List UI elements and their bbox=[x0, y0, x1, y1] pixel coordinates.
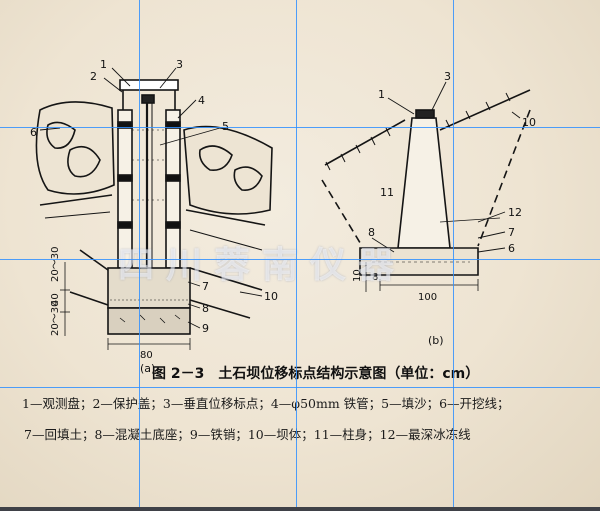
panel-b-label: (b) bbox=[428, 334, 444, 347]
callout-b-3: 3 bbox=[444, 70, 451, 83]
callout-b-12: 12 bbox=[508, 206, 522, 219]
dimensions-a: 20～30 40 20～30 80 (a) bbox=[50, 247, 155, 375]
guide-vertical-2[interactable] bbox=[296, 0, 297, 507]
callouts-a: 1 2 3 4 5 6 7 8 9 10 bbox=[30, 58, 278, 335]
callout-a-10: 10 bbox=[264, 290, 278, 303]
guide-vertical-1[interactable] bbox=[139, 0, 140, 507]
panel-a-label: (a) bbox=[140, 362, 155, 375]
callout-a-2: 2 bbox=[90, 70, 97, 83]
panel-a-drawing bbox=[35, 67, 273, 350]
callout-a-4: 4 bbox=[198, 94, 205, 107]
legend-line-1: 1—观测盘；2—保护盖；3—垂直位移标点；4—φ50mm 铁管；5—填沙；6—开… bbox=[22, 396, 510, 411]
dim-b-width: 100 bbox=[418, 292, 437, 303]
dim-a-width: 80 bbox=[140, 350, 153, 361]
guide-horizontal-3[interactable] bbox=[0, 387, 600, 388]
callout-a-5: 5 bbox=[222, 120, 229, 133]
guide-horizontal-2[interactable] bbox=[0, 259, 600, 260]
callouts-b: 1 3 10 11 12 7 6 8 bbox=[368, 70, 536, 255]
dim-b-height: 10 bbox=[352, 269, 363, 282]
protective-cover bbox=[119, 79, 179, 91]
callout-b-6: 6 bbox=[508, 242, 515, 255]
legend-line-2: 7—回填土；8—混凝土底座；9—铁销；10—坝体；11—柱身；12—最深冰冻线 bbox=[24, 427, 471, 442]
callout-b-7: 7 bbox=[508, 226, 515, 239]
dim-a-bottom: 20～30 bbox=[50, 301, 61, 336]
callout-b-10: 10 bbox=[522, 116, 536, 129]
guide-horizontal-1[interactable] bbox=[0, 127, 600, 128]
guide-vertical-3[interactable] bbox=[453, 0, 454, 507]
callout-a-1: 1 bbox=[100, 58, 107, 71]
dim-a-mid: 40 bbox=[50, 293, 61, 306]
watermark-text: 四川蓉南仪器 bbox=[118, 245, 407, 286]
callout-a-7: 7 bbox=[202, 280, 209, 293]
callout-a-3: 3 bbox=[176, 58, 183, 71]
callout-a-8: 8 bbox=[202, 302, 209, 315]
figure-caption: 图 2－3 土石坝位移标点结构示意图（单位：cm） bbox=[152, 366, 480, 382]
callout-b-8: 8 bbox=[368, 226, 375, 239]
callout-b-11: 11 bbox=[380, 186, 394, 199]
callout-a-9: 9 bbox=[202, 322, 209, 335]
dimensions-b: 100 10 8 (b) bbox=[352, 269, 444, 347]
callout-a-6: 6 bbox=[30, 126, 37, 139]
callout-b-1: 1 bbox=[378, 88, 385, 101]
dim-a-top: 20～30 bbox=[50, 247, 61, 282]
dim-b-offset: 8 bbox=[372, 272, 378, 283]
